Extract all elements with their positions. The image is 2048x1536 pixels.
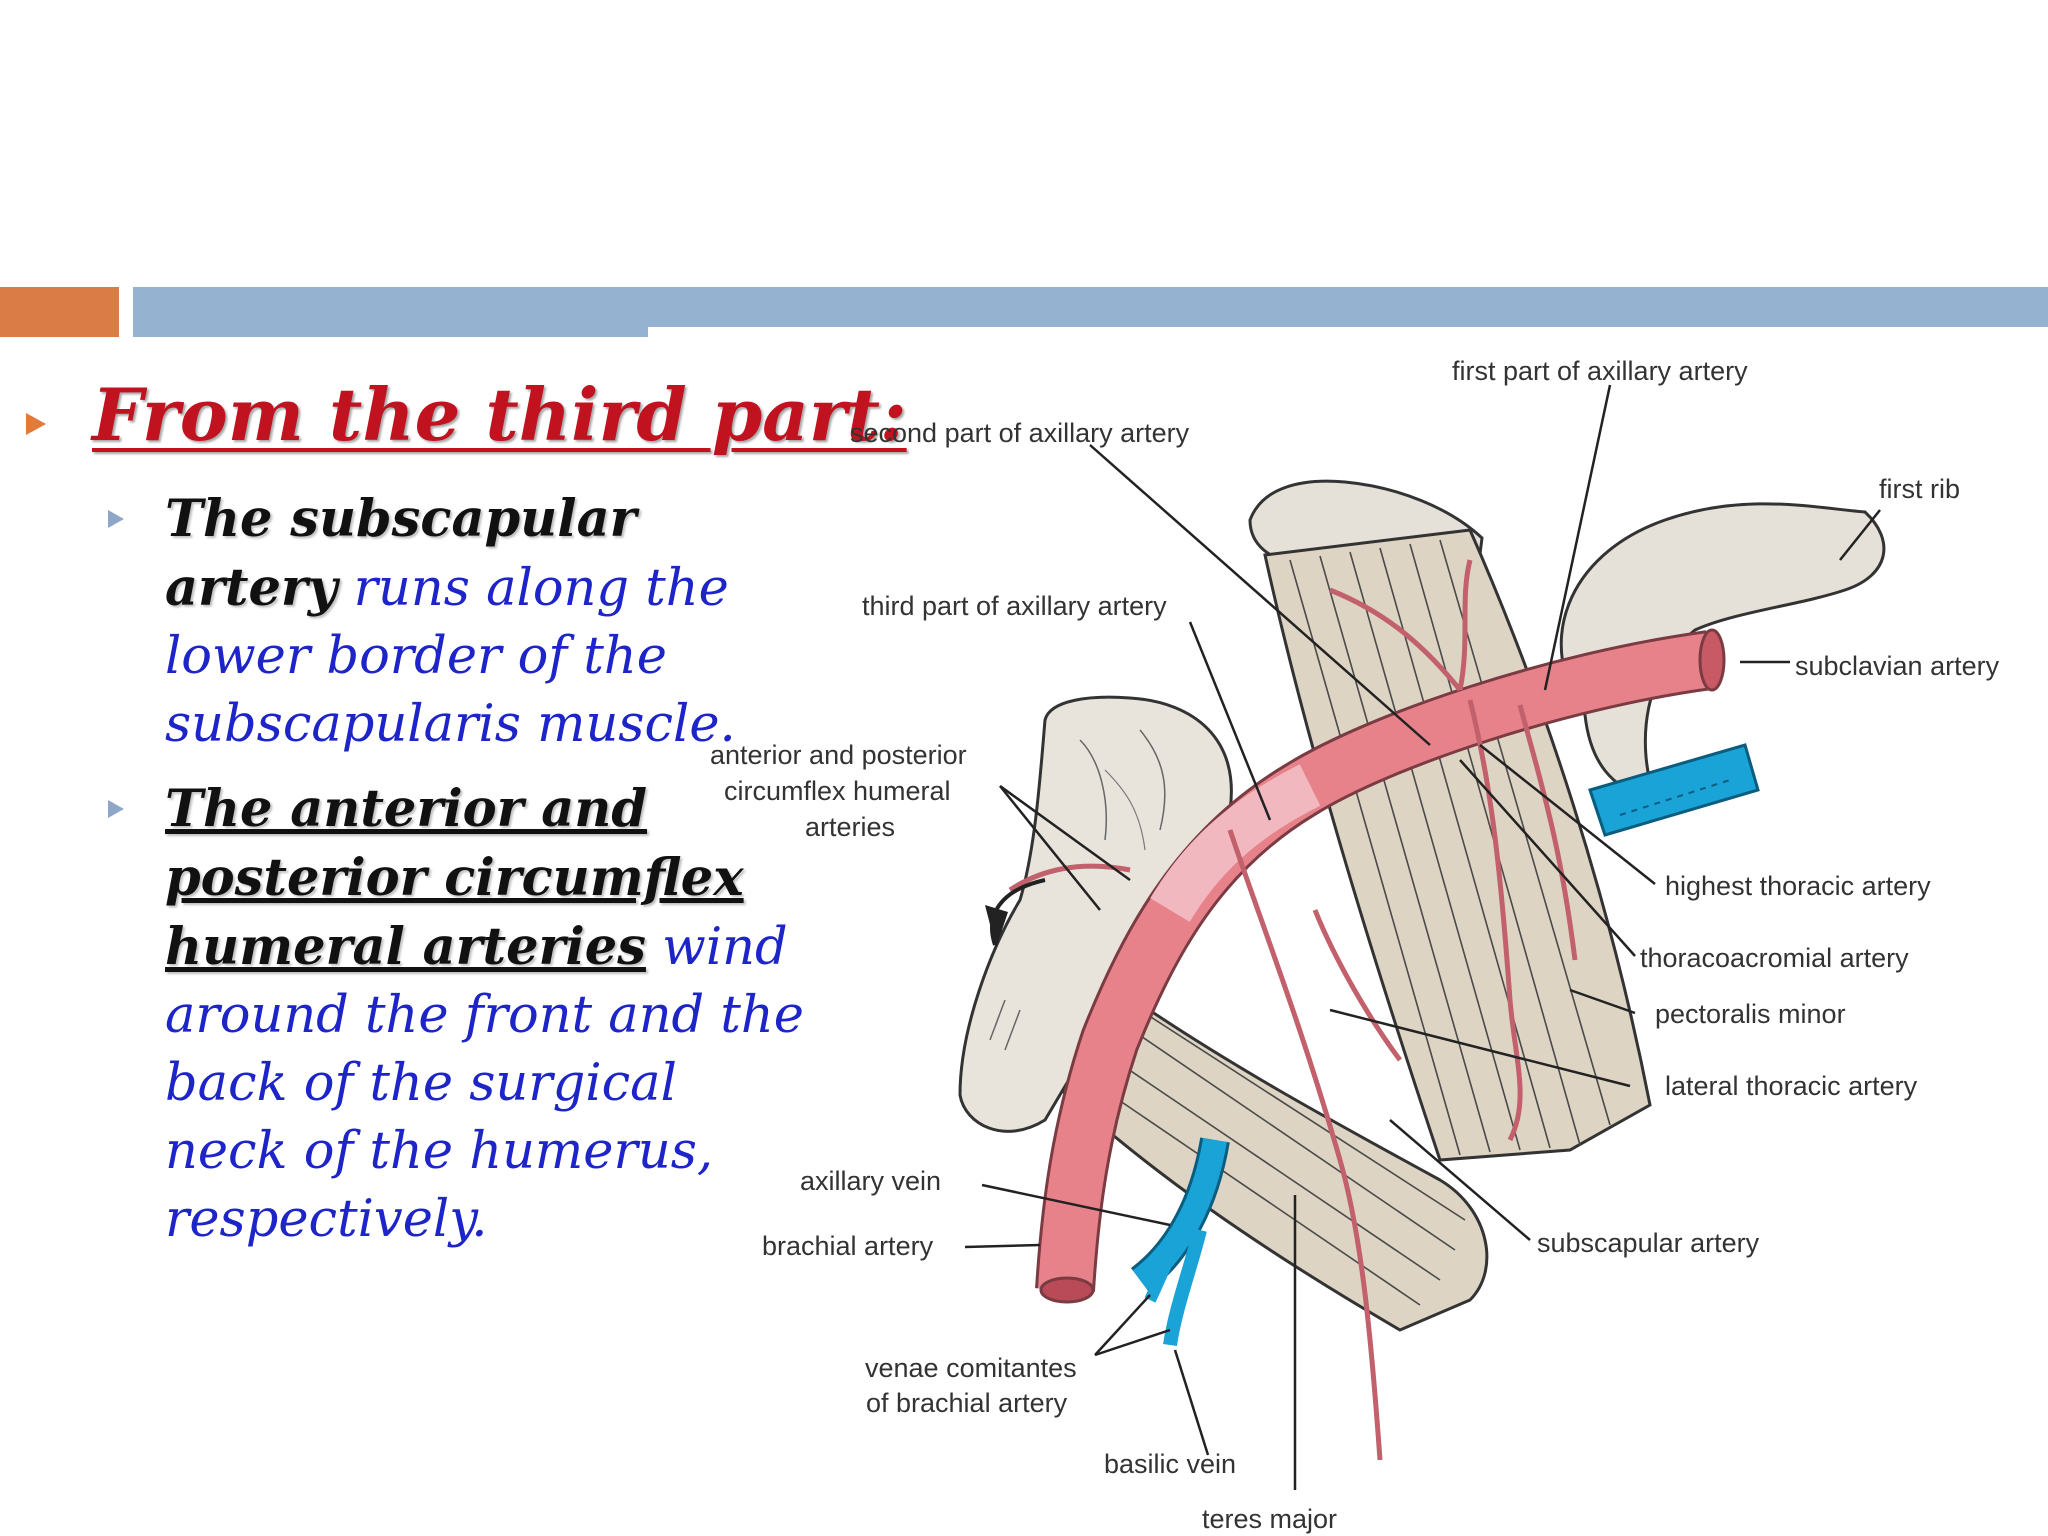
bullet-item-subscapular: The subscapular artery runs along the lo… (165, 485, 805, 759)
bullet-item-circumflex: The anterior and posterior circumflex hu… (165, 775, 805, 1254)
label-teres-major: teres major (1202, 1504, 1337, 1534)
label-venae-comitantes-line2: of brachial artery (866, 1388, 1068, 1418)
header-accent-blue (133, 287, 2048, 327)
label-pectoralis-minor: pectoralis minor (1655, 999, 1846, 1029)
humerus-texture (989, 729, 1166, 1051)
bullet-body-text: wind around the front and the back of th… (165, 918, 804, 1249)
bullet-arrow-icon (108, 800, 124, 818)
slide-heading: From the third part: (92, 372, 907, 457)
subclavian-vein (1588, 743, 1760, 837)
label-circumflex-line1: anterior and posterior (710, 740, 967, 770)
label-subscapular-artery: subscapular artery (1537, 1228, 1760, 1258)
circumflex-arrow-icon (990, 878, 1046, 946)
header-accent-blue-extension (133, 327, 648, 337)
venae-comitantes (1163, 1228, 1207, 1347)
label-basilic-vein: basilic vein (1104, 1449, 1236, 1479)
label-highest-thoracic: highest thoracic artery (1665, 871, 1931, 901)
label-axillary-vein: axillary vein (800, 1166, 941, 1196)
label-brachial-artery: brachial artery (762, 1231, 934, 1261)
axillary-artery-diagram: first part of axillary artery second par… (710, 356, 2000, 1534)
header-accent-orange (0, 287, 119, 337)
label-first-part-axillary: first part of axillary artery (1452, 356, 1748, 386)
humerus (958, 695, 1233, 1133)
bullet-bold-text: The subscapular artery (165, 489, 637, 618)
label-third-part-axillary: third part of axillary artery (862, 591, 1167, 621)
label-subclavian-artery: subclavian artery (1795, 651, 2000, 681)
heading-bullet-icon (26, 413, 46, 435)
label-circumflex-line2: circumflex humeral (724, 776, 951, 806)
teres-major (1027, 988, 1489, 1332)
label-second-part-axillary: second part of axillary artery (850, 418, 1190, 448)
label-circumflex-line3: arteries (805, 812, 895, 842)
label-lateral-thoracic: lateral thoracic artery (1665, 1071, 1918, 1101)
brachial-artery-end (1039, 1276, 1095, 1304)
subclavian-artery-end (1698, 628, 1726, 692)
axillary-artery-pectoralis-overlay (1150, 764, 1321, 923)
label-thoracoacromial: thoracoacromial artery (1640, 943, 1909, 973)
label-first-rib: first rib (1879, 474, 1960, 504)
bullet-bold-text: The anterior and posterior circumflex hu… (165, 779, 744, 977)
bullet-body-text: runs along the lower border of the subsc… (165, 559, 736, 754)
label-leader-lines (964, 384, 1881, 1490)
bullet-arrow-icon (108, 510, 124, 528)
label-venae-comitantes-line1: venae comitantes (865, 1353, 1077, 1383)
